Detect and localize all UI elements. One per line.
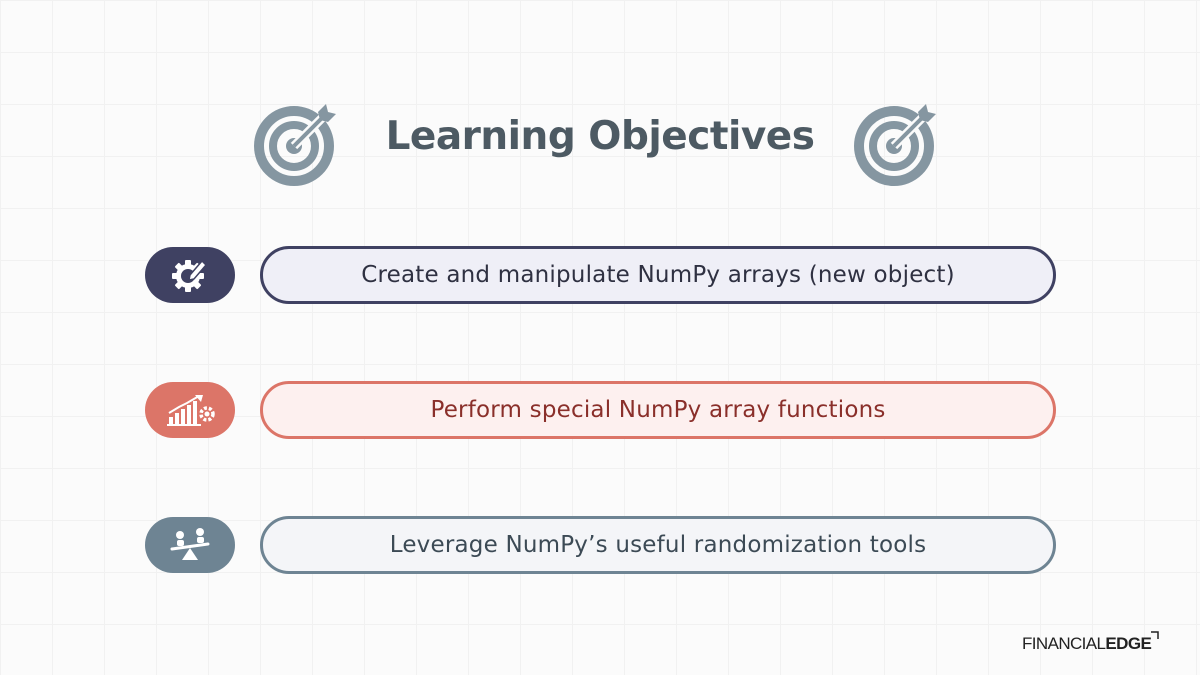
brand-logo: FINANCIALEDGE [1022,631,1159,654]
objective-text-3: Leverage NumPy’s useful randomization to… [389,532,927,558]
brand-text-part1: FINANCIAL [1022,634,1106,653]
corner-mark-icon [1151,631,1159,639]
objective-item-3: Leverage NumPy’s useful randomization to… [260,516,1056,574]
target-icon [854,104,936,186]
objective-badge-1 [145,247,235,303]
page-title: Learning Objectives [385,114,815,159]
objective-badge-3 [145,517,235,573]
objective-item-2: Perform special NumPy array functions [260,381,1056,439]
brand-text-part2: EDGE [1105,634,1152,653]
objective-badge-2 [145,382,235,438]
balance-seesaw-icon [170,528,210,560]
objective-item-1: Create and manipulate NumPy arrays (new … [260,246,1056,304]
objective-text-1: Create and manipulate NumPy arrays (new … [361,262,955,288]
objective-text-2: Perform special NumPy array functions [430,397,886,423]
gear-pencil-icon [172,259,208,292]
growth-chart-gear-icon [167,395,215,426]
target-icon [254,104,336,186]
